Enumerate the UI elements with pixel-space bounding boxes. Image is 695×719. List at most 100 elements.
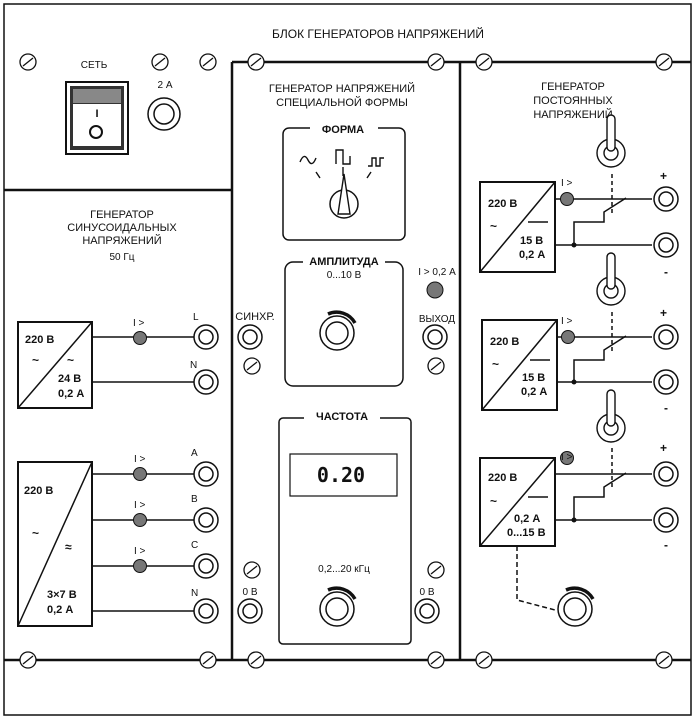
svg-text:15 В: 15 В [520,235,543,247]
svg-text:ПОСТОЯННЫХ: ПОСТОЯННЫХ [533,95,613,107]
ground-label-right: 0 В [419,587,434,598]
frequency-display [289,453,398,497]
terminal-label-n3: N [191,588,198,599]
terminal-label-b: B [191,494,198,505]
svg-text:0...15 В: 0...15 В [507,527,546,539]
socket-n[interactable] [193,369,219,395]
dc-unit-3: 220 В ~ 0,2 А 0...15 В I > + - [479,441,668,611]
svg-text:~: ~ [32,526,39,540]
svg-text:220 В: 220 В [25,334,54,346]
switch-off-mark [89,125,103,139]
svg-text:220 В: 220 В [490,336,519,348]
screw-icon [243,561,261,579]
svg-text:СИНУСОИДАЛЬНЫХ: СИНУСОИДАЛЬНЫХ [67,222,177,234]
form-selector-knob[interactable] [329,173,359,219]
overload-indicator-special [426,281,444,299]
svg-text:-: - [664,265,668,279]
svg-text:-: - [664,401,668,415]
svg-text:0,2 А: 0,2 А [521,386,547,398]
svg-text:I >: I > [561,178,573,189]
ground-socket-right[interactable] [414,598,440,624]
svg-text:+: + [660,169,667,183]
svg-text:~: ~ [32,353,39,367]
panel-title: БЛОК ГЕНЕРАТОРОВ НАПРЯЖЕНИЙ [272,26,484,41]
ground-label-left: 0 В [242,587,257,598]
single-phase-transformer: 220 В ~ ~ 24 В 0,2 А [17,321,93,409]
svg-text:15 В: 15 В [522,372,545,384]
sine-wave-icon [299,155,317,165]
svg-text:≈: ≈ [65,540,72,554]
svg-text:0,2 А: 0,2 А [47,604,73,616]
svg-text:50 Гц: 50 Гц [109,252,134,263]
svg-text:I >: I > [561,316,573,327]
limit-label-a: I > [134,454,146,465]
svg-text:НАПРЯЖЕНИЙ: НАПРЯЖЕНИЙ [82,234,161,247]
socket-a[interactable] [193,461,219,487]
dc-minus-socket-1[interactable] [653,232,679,258]
svg-text:ГЕНЕРАТОР: ГЕНЕРАТОР [541,81,605,93]
dc-minus-socket-3[interactable] [653,507,679,533]
overload-indicator-a [133,467,147,481]
svg-text:~: ~ [67,353,74,367]
amplitude-label: АМПЛИТУДА [309,256,378,268]
power-switch[interactable]: I [65,81,129,155]
three-phase-transformer: 220 В ~ ≈ 3×7 В 0,2 А [17,461,93,627]
limit-label: I > [133,318,145,329]
overload-indicator [133,331,147,345]
socket-n3[interactable] [193,598,219,624]
frequency-label: ЧАСТОТА [316,411,368,423]
limit-label-c: I > [134,546,146,557]
sync-label: СИНХР. [235,311,274,323]
svg-text:ГЕНЕРАТОР: ГЕНЕРАТОР [90,209,154,221]
dc-plus-socket-3[interactable] [653,461,679,487]
svg-text:I >: I > [561,452,573,463]
screw-icon [427,561,445,579]
frequency-range: 0,2...20 кГц [318,564,370,575]
svg-text:+: + [660,441,667,455]
svg-text:220 В: 220 В [488,198,517,210]
svg-text:~: ~ [492,357,499,371]
terminal-label-l: L [193,312,199,323]
sync-socket[interactable] [237,324,263,350]
square-wave-icon [335,149,351,165]
terminal-label-n: N [190,360,197,371]
dc-unit-1: 220 В ~ 15 В 0,2 А I > + - [479,169,668,279]
special-generator-title: ГЕНЕРАТОР НАПРЯЖЕНИЙ СПЕЦИАЛЬНОЙ ФОРМЫ [269,82,415,109]
svg-text:ГЕНЕРАТОР НАПРЯЖЕНИЙ: ГЕНЕРАТОР НАПРЯЖЕНИЙ [269,82,415,95]
pulse-wave-icon [368,157,384,167]
dc-generator-title: ГЕНЕРАТОР ПОСТОЯННЫХ НАПРЯЖЕНИЙ [533,81,613,121]
svg-text:~: ~ [490,219,497,233]
overload-label: I > 0,2 А [418,267,456,278]
svg-text:~: ~ [490,494,497,508]
amplitude-range: 0...10 В [327,270,362,281]
svg-text:220 В: 220 В [24,485,53,497]
dc-minus-socket-2[interactable] [653,369,679,395]
frequency-display-value: 0.20 [317,463,365,487]
waveform-icons [299,149,384,179]
form-label: ФОРМА [322,124,364,136]
sine-generator-title: ГЕНЕРАТОР СИНУСОИДАЛЬНЫХ НАПРЯЖЕНИЙ 50 Г… [67,209,177,263]
svg-text:0,2 А: 0,2 А [514,513,540,525]
dc-plus-socket-1[interactable] [653,186,679,212]
output-socket[interactable] [422,324,448,350]
socket-l[interactable] [193,324,219,350]
svg-text:24 В: 24 В [58,373,81,385]
socket-c[interactable] [193,553,219,579]
svg-text:-: - [664,538,668,552]
terminal-label-c: C [191,540,198,551]
svg-text:0,2 А: 0,2 А [58,388,84,400]
ground-socket-left[interactable] [237,598,263,624]
overload-indicator-c [133,559,147,573]
terminal-label-a: A [191,448,198,459]
svg-text:220 В: 220 В [488,472,517,484]
output-label: ВЫХОД [419,314,455,325]
dc-plus-socket-2[interactable] [653,324,679,350]
fuse-holder[interactable] [147,97,181,131]
socket-b[interactable] [193,507,219,533]
dc-unit-2: 220 В ~ 15 В 0,2 А I > + - [481,306,668,415]
svg-text:0,2 А: 0,2 А [519,249,545,261]
power-label: СЕТЬ [81,60,108,71]
svg-text:3×7 В: 3×7 В [47,589,77,601]
limit-label-b: I > [134,500,146,511]
overload-indicator-b [133,513,147,527]
